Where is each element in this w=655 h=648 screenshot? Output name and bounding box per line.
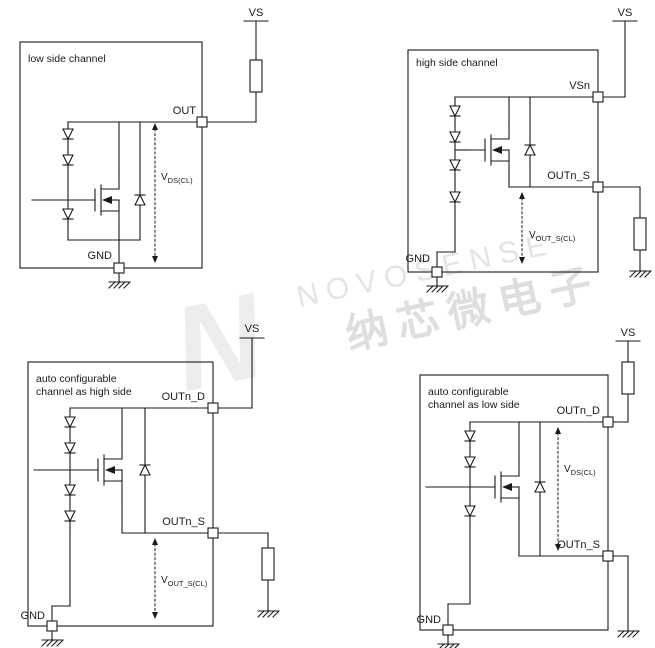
clamp-diode xyxy=(464,498,476,524)
channel-boundary-box xyxy=(419,374,609,631)
meas-label-main: V xyxy=(161,172,168,183)
clamp-diode xyxy=(449,98,461,124)
clamp-diode xyxy=(64,503,76,529)
supply-label-vs: VS xyxy=(249,7,264,19)
nmos-transistor xyxy=(478,460,520,514)
terminal-pad-vsn xyxy=(592,91,604,103)
panel-auto-config-low-side: auto configurable channel as low side xyxy=(417,327,641,648)
load-resistor xyxy=(633,217,647,251)
meas-label-sub: DS(CL) xyxy=(571,468,597,477)
meas-label-main: V xyxy=(161,575,168,586)
terminal-pad-gnd xyxy=(442,624,454,636)
supply-label-vs: VS xyxy=(618,7,633,19)
terminal-pad-outn-s xyxy=(602,550,614,562)
meas-label-sub: OUT_S(CL) xyxy=(168,579,208,588)
clamp-diode xyxy=(64,477,76,503)
panel-title-line2: channel as high side xyxy=(36,386,132,398)
body-diode xyxy=(139,457,151,483)
nmos-transistor xyxy=(468,123,510,177)
pullup-resistor xyxy=(621,361,635,395)
ground-symbol xyxy=(41,630,64,647)
panel-title: high side channel xyxy=(416,57,498,69)
meas-label: VOUT_S(CL) xyxy=(161,575,208,588)
panel-title-line2: channel as low side xyxy=(428,399,520,411)
clamp-diode xyxy=(464,449,476,475)
ground-symbol xyxy=(617,621,640,638)
clamp-diode xyxy=(62,147,74,173)
channel-boundary-box xyxy=(27,361,214,627)
vout-measure-arrow: VOUT_S(CL) xyxy=(152,538,208,619)
nmos-transistor xyxy=(81,443,123,497)
meas-label: VOUT_S(CL) xyxy=(529,230,576,243)
meas-label-sub: DS(CL) xyxy=(168,176,194,185)
load-resistor xyxy=(261,547,275,581)
circuit-wires xyxy=(425,340,629,626)
body-diode xyxy=(534,474,546,500)
clamp-diode xyxy=(464,423,476,449)
vds-measure-arrow: VDS(CL) xyxy=(152,123,193,263)
panel-low-side-channel: low side channel VS OUT xyxy=(19,7,269,289)
terminal-pad-outn-s xyxy=(207,527,219,539)
pin-label-out: OUT xyxy=(173,105,197,117)
pin-label-outn-d: OUTn_D xyxy=(557,405,600,417)
pin-label-outn-s: OUTn_S xyxy=(162,516,205,528)
terminal-pad-outn-s xyxy=(592,181,604,193)
clamp-diode xyxy=(64,435,76,461)
watermark: N NOVOSENSE 纳芯微电子 xyxy=(162,227,605,417)
panel-title-line1: auto configurable xyxy=(36,373,117,385)
meas-label-main: V xyxy=(529,230,536,241)
supply-label-vs: VS xyxy=(621,327,636,339)
channel-boundary-box xyxy=(19,41,203,269)
clamp-diode xyxy=(449,124,461,150)
terminal-pad-gnd xyxy=(113,262,125,274)
pullup-resistor xyxy=(249,59,263,93)
terminal-pad-outn-d xyxy=(207,402,219,414)
pin-label-gnd: GND xyxy=(88,250,113,262)
clamp-diode xyxy=(449,184,461,210)
clamp-diode xyxy=(62,121,74,147)
panel-title: low side channel xyxy=(28,53,106,65)
body-diode xyxy=(134,187,146,213)
panel-title-line1: auto configurable xyxy=(428,386,509,398)
pin-label-gnd: GND xyxy=(406,253,431,265)
vds-measure-arrow: VDS(CL) xyxy=(555,427,596,551)
clamp-diode xyxy=(64,409,76,435)
meas-label: VDS(CL) xyxy=(564,464,596,477)
body-diode xyxy=(524,137,536,163)
terminal-pad-out xyxy=(196,116,208,128)
pin-label-gnd: GND xyxy=(21,610,46,622)
meas-label-sub: OUT_S(CL) xyxy=(536,234,576,243)
clamp-diode xyxy=(62,201,74,227)
circuit-wires xyxy=(31,20,257,264)
meas-label: VDS(CL) xyxy=(161,172,193,185)
channel-boundary-box xyxy=(407,49,599,273)
pin-label-vsn: VSn xyxy=(569,80,590,92)
terminal-pad-gnd xyxy=(431,266,443,278)
pin-label-gnd: GND xyxy=(417,614,442,626)
pin-label-outn-s: OUTn_S xyxy=(557,539,600,551)
pin-label-outn-d: OUTn_D xyxy=(162,391,205,403)
terminal-pad-outn-d xyxy=(602,416,614,428)
pin-label-outn-s: OUTn_S xyxy=(547,170,590,182)
circuit-wires xyxy=(436,20,641,268)
ground-symbol xyxy=(437,634,460,648)
ground-symbol xyxy=(108,272,131,289)
vout-measure-arrow: VOUT_S(CL) xyxy=(519,192,576,264)
meas-label-main: V xyxy=(564,464,571,475)
panel-high-side-channel: high side channel xyxy=(406,7,652,293)
ground-symbol xyxy=(629,261,652,278)
supply-label-vs: VS xyxy=(245,323,260,335)
clamp-diode xyxy=(449,152,461,178)
terminal-pad-gnd xyxy=(46,620,58,632)
panel-auto-config-high-side: auto configurable channel as high side xyxy=(21,323,280,647)
ground-symbol xyxy=(257,601,280,618)
nmos-transistor xyxy=(78,173,120,227)
